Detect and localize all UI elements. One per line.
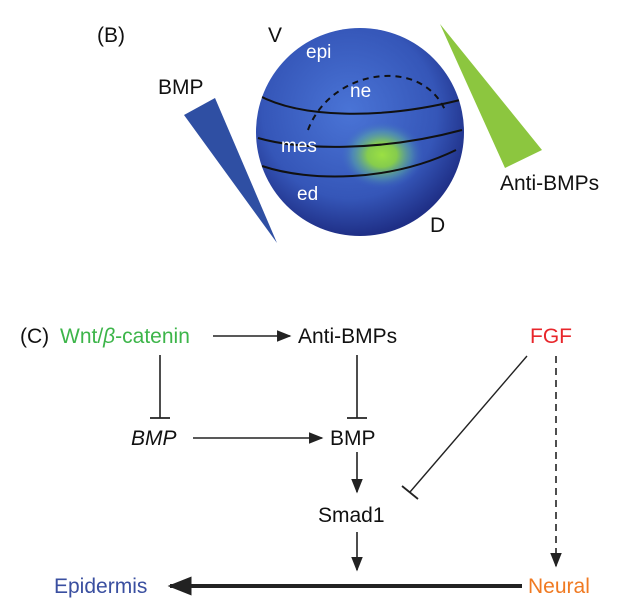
node-epidermis: Epidermis [54, 575, 147, 598]
bmp-gradient-wedge [184, 98, 277, 243]
wnt-beta: β [102, 325, 115, 348]
region-ed: ed [297, 184, 318, 205]
lower-band-line [257, 129, 463, 148]
anti-bmp-wedge-label: Anti-BMPs [500, 172, 599, 195]
region-ne: ne [350, 81, 371, 102]
node-bmp-protein: BMP [330, 427, 376, 450]
region-mes: mes [281, 136, 317, 157]
dorsal-label: D [430, 214, 445, 237]
panel-c-label: (C) [20, 325, 49, 348]
node-bmp-gene: BMP [131, 427, 177, 450]
inhibit-fgf-to-smad1 [409, 355, 528, 493]
middle-band-line [261, 149, 457, 178]
inhibit-bar-smad1 [401, 485, 419, 500]
anti-bmp-gradient-wedge [440, 24, 542, 168]
node-neural: Neural [528, 575, 590, 598]
bmp-wedge-label: BMP [158, 76, 204, 99]
wnt-prefix: Wnt/ [60, 325, 103, 348]
wnt-suffix: -catenin [115, 325, 190, 348]
region-epi: epi [306, 42, 331, 63]
node-fgf: FGF [530, 325, 572, 348]
ventral-label: V [268, 24, 282, 47]
node-smad1: Smad1 [318, 504, 385, 527]
node-wnt-beta-catenin: Wnt/β-catenin [60, 325, 190, 348]
node-anti-bmps: Anti-BMPs [298, 325, 397, 348]
upper-band-line [257, 94, 461, 115]
organizer-glow [340, 121, 424, 189]
neural-boundary-dashed [307, 75, 446, 131]
panel-b-label: (B) [97, 24, 125, 47]
embryo-sphere [256, 28, 464, 236]
